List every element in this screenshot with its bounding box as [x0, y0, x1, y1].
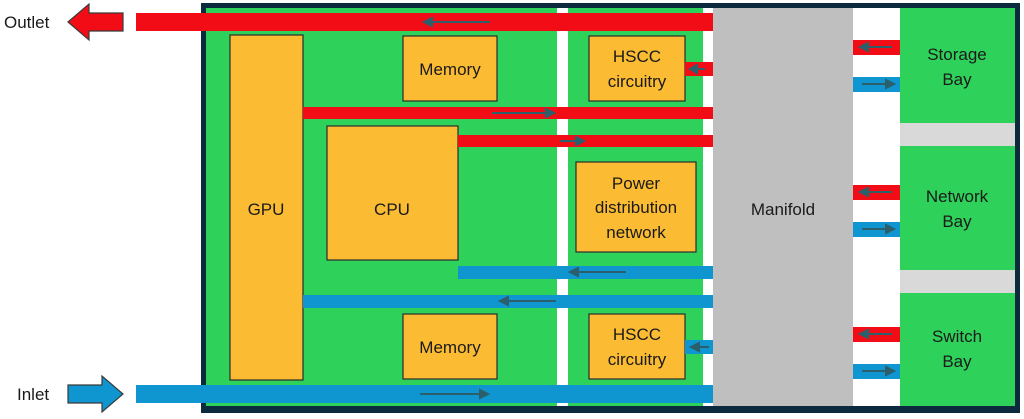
- manifold: [713, 8, 853, 406]
- flow-arrows: [420, 16, 897, 400]
- bay-separator-1: [900, 123, 1015, 146]
- storage-bay: [900, 8, 1015, 123]
- flow-arrow-storage-cold-head: [885, 78, 897, 90]
- memory-top-label: Memory: [419, 60, 481, 79]
- flow-arrow-network-hot-head: [857, 186, 869, 198]
- hscc-bottom-label-line2: circuitry: [608, 350, 667, 369]
- power-label-line1: Power: [612, 174, 661, 193]
- gpu-block: [229, 34, 304, 381]
- network-bay: [900, 146, 1015, 270]
- flow-arrow-hscc-top-head: [687, 63, 698, 75]
- board-gap: [557, 8, 568, 406]
- flow-arrow-outlet-head: [421, 16, 433, 28]
- storage-bay-label-line2: Bay: [942, 70, 972, 89]
- cpu-label: CPU: [374, 200, 410, 219]
- storage-bay-label-line1: Storage: [927, 45, 987, 64]
- hscc-top-label-line2: circuitry: [608, 72, 667, 91]
- flow-arrow-hot-gpu-head: [545, 107, 557, 119]
- memory-bottom-block: [402, 313, 498, 380]
- memory-top-block: [402, 35, 498, 102]
- gpu-label: GPU: [248, 200, 285, 219]
- switch-bay-label-line1: Switch: [932, 327, 982, 346]
- hscc-top-block: [588, 35, 686, 102]
- hscc-top-label-line1: HSCC: [613, 47, 661, 66]
- manifold-label: Manifold: [751, 200, 815, 219]
- flow-arrow-cold-gpu-head: [497, 295, 509, 307]
- flow-arrow-network-cold-head: [885, 223, 897, 235]
- flow-arrow-hscc-bottom-head: [688, 341, 700, 353]
- cpu-block: [326, 125, 459, 261]
- outlet-arrow-icon: [67, 2, 124, 42]
- flow-arrow-cold-cpu-head: [567, 266, 579, 278]
- hscc-bottom-label-line1: HSCC: [613, 325, 661, 344]
- power-label-line3: network: [606, 223, 666, 242]
- power-label-line2: distribution: [595, 198, 677, 217]
- flow-arrow-inlet-head: [479, 388, 491, 400]
- flow-arrow-switch-hot-head: [857, 328, 869, 340]
- bay-separator-2: [900, 270, 1015, 293]
- network-bay-label-line2: Bay: [942, 212, 972, 231]
- inlet-label: Inlet: [17, 385, 49, 404]
- board-gap-edge: [703, 8, 713, 406]
- bay-channel: [853, 8, 900, 406]
- power-distribution-block: [575, 161, 697, 253]
- network-bay-label-line1: Network: [926, 187, 989, 206]
- flow-arrow-switch-cold-head: [885, 365, 897, 377]
- switch-bay: [900, 293, 1015, 406]
- flow-arrow-hot-cpu-head: [575, 135, 587, 147]
- memory-bottom-label: Memory: [419, 338, 481, 357]
- inlet-arrow-icon: [67, 374, 124, 414]
- hscc-bottom-block: [588, 313, 686, 380]
- outlet-label: Outlet: [4, 13, 50, 32]
- flow-arrow-storage-hot-head: [857, 41, 869, 53]
- switch-bay-label-line2: Bay: [942, 352, 972, 371]
